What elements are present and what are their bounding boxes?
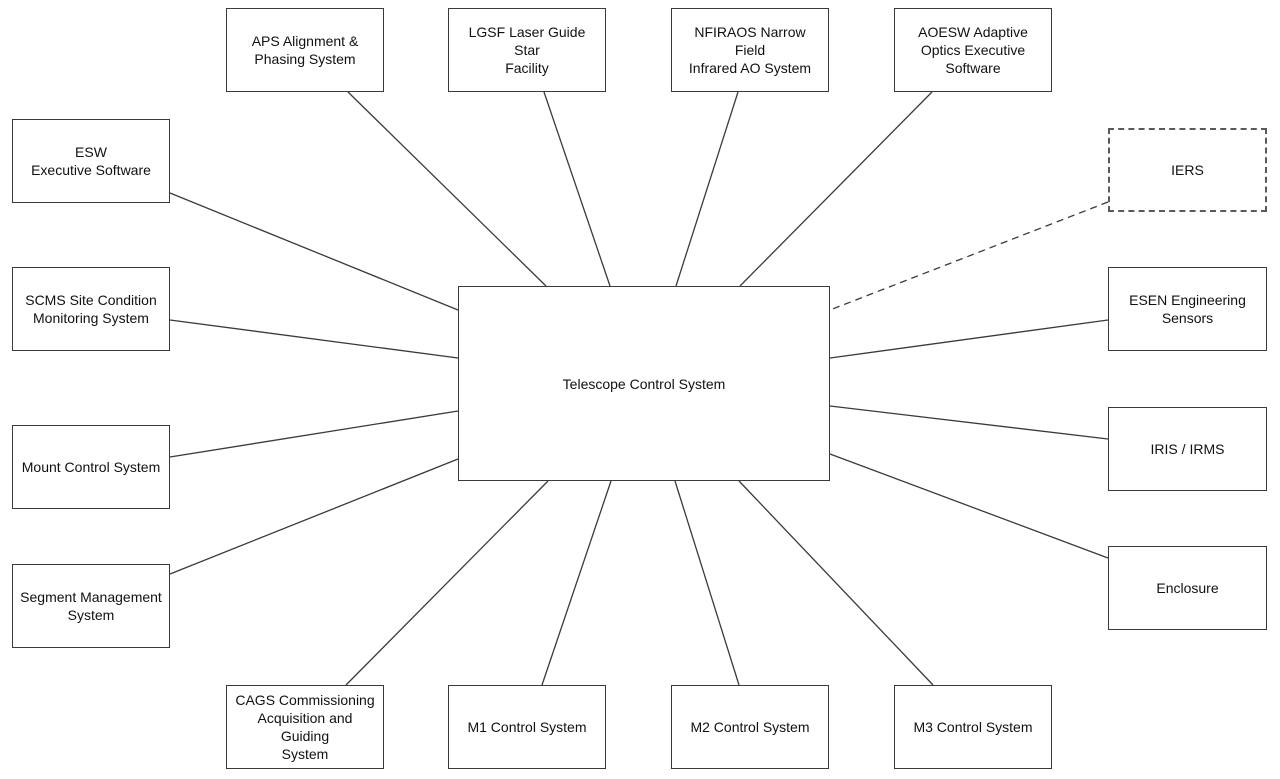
connector-segment [169, 458, 459, 575]
node-label: Segment Management System [20, 589, 162, 623]
connector-m3 [738, 480, 934, 686]
connector-m1 [541, 480, 612, 686]
node-label: Telescope Control System [562, 375, 726, 392]
connector-aps [347, 91, 547, 287]
node-enclosure: Enclosure [1108, 546, 1267, 630]
node-m2: M2 Control System [671, 685, 829, 769]
connector-iers [829, 201, 1109, 311]
node-label: Mount Control System [21, 459, 161, 475]
node-label: ESW Executive Software [31, 144, 151, 178]
node-label: SCMS Site Condition Monitoring System [25, 292, 157, 326]
connector-cags [345, 480, 549, 686]
node-aoesw: AOESW Adaptive Optics Executive Software [894, 8, 1052, 92]
node-m3: M3 Control System [894, 685, 1052, 769]
node-label: IRIS / IRMS [1150, 441, 1225, 457]
connector-m2 [674, 480, 740, 686]
node-esw: ESW Executive Software [12, 119, 170, 203]
node-segment: Segment Management System [12, 564, 170, 648]
node-aps: APS Alignment & Phasing System [226, 8, 384, 92]
connector-iris [829, 405, 1109, 440]
node-iers: IERS [1108, 128, 1267, 212]
node-label: CAGS Commissioning Acquisition and Guidi… [235, 692, 375, 762]
node-label: AOESW Adaptive Optics Executive Software [918, 24, 1028, 76]
node-label: ESEN Engineering Sensors [1129, 292, 1246, 326]
node-label: M3 Control System [913, 719, 1033, 735]
connector-esw [169, 192, 459, 311]
connector-nfiraos [675, 91, 739, 287]
node-mount: Mount Control System [12, 425, 170, 509]
connector-lgsf [543, 91, 611, 287]
node-lgsf: LGSF Laser Guide Star Facility [448, 8, 606, 92]
node-nfiraos: NFIRAOS Narrow Field Infrared AO System [671, 8, 829, 92]
node-cags: CAGS Commissioning Acquisition and Guidi… [226, 685, 384, 769]
connector-enclosure [829, 453, 1109, 559]
node-label: Enclosure [1156, 580, 1219, 596]
node-scms: SCMS Site Condition Monitoring System [12, 267, 170, 351]
connector-aoesw [739, 91, 933, 287]
node-label: M1 Control System [467, 719, 587, 735]
node-label: NFIRAOS Narrow Field Infrared AO System [688, 24, 812, 76]
node-m1: M1 Control System [448, 685, 606, 769]
node-esen: ESEN Engineering Sensors [1108, 267, 1267, 351]
node-label: IERS [1171, 162, 1204, 178]
node-telescope-control-system: Telescope Control System [458, 286, 830, 481]
node-label: APS Alignment & Phasing System [251, 33, 359, 67]
node-iris: IRIS / IRMS [1108, 407, 1267, 491]
connector-scms [169, 319, 459, 359]
node-label: LGSF Laser Guide Star Facility [468, 24, 586, 76]
connector-mount [169, 410, 459, 458]
node-label: M2 Control System [690, 719, 810, 735]
connector-esen [829, 319, 1109, 359]
